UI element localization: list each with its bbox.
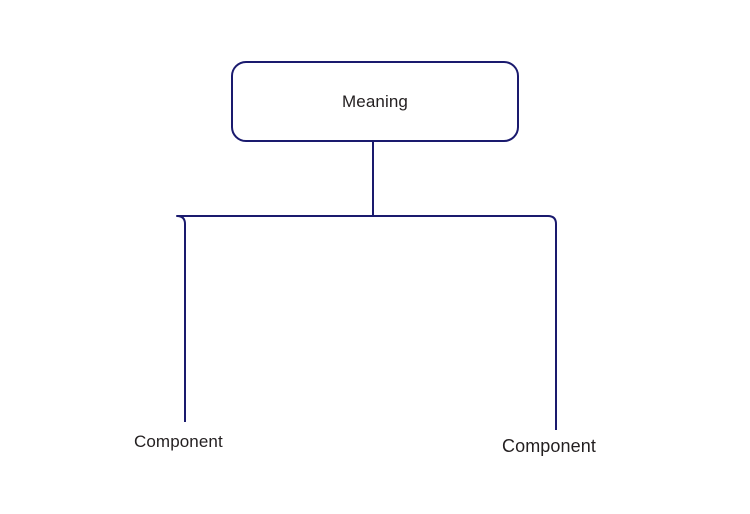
leaf-node-label-left: Component [134,432,223,451]
branch-connector-right [373,215,557,430]
leaf-node-label-right: Component [502,436,596,456]
root-node-box[interactable] [231,61,519,142]
branch-connector-left [176,215,373,422]
root-node-label: Meaning [342,92,408,111]
